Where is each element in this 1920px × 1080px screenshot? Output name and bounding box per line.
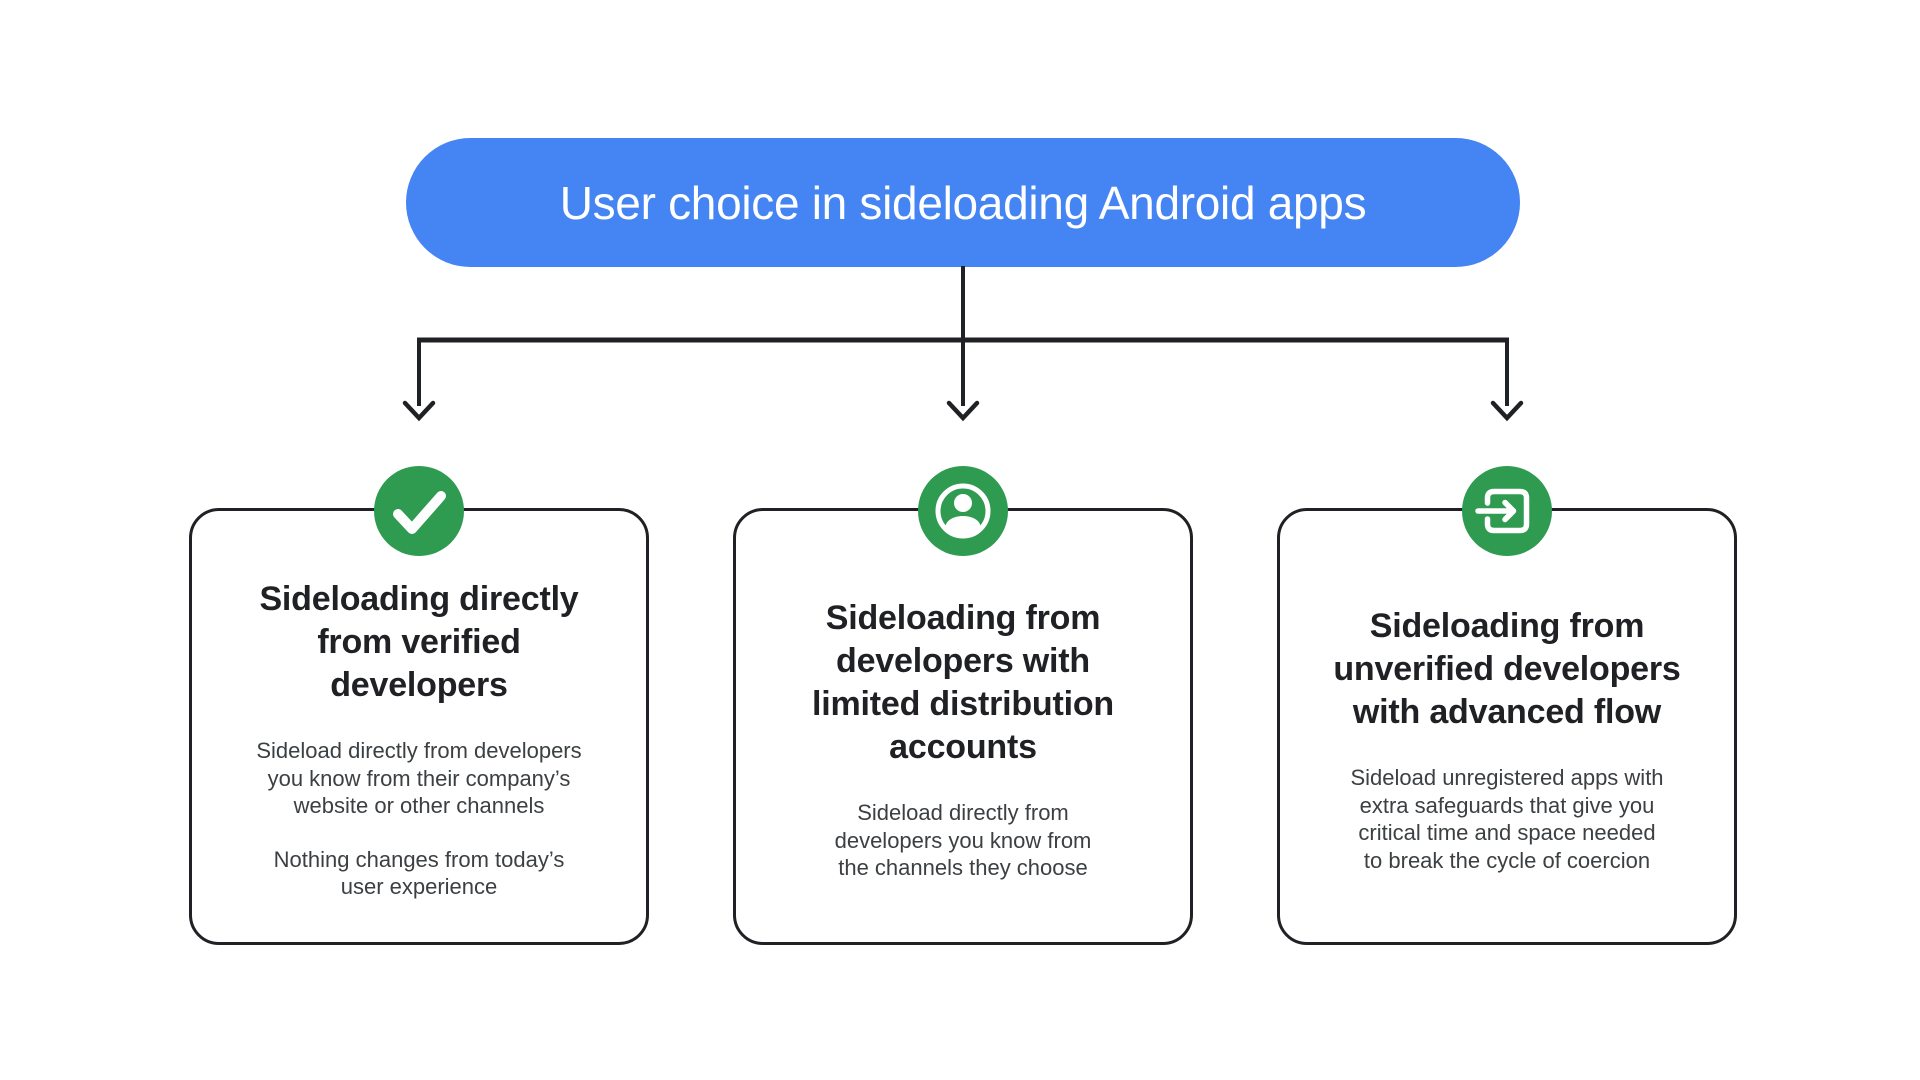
login-arrow-icon <box>1475 488 1530 534</box>
arrowhead-left-icon <box>402 400 436 422</box>
card-paragraph: Sideload unregistered apps with extra sa… <box>1350 765 1664 873</box>
card-paragraph: Nothing changes from today’s user experi… <box>273 846 565 900</box>
arrowhead-middle-icon <box>946 400 980 422</box>
card-limited-distribution: Sideloading from developers with limited… <box>733 466 1193 945</box>
arrowhead-right-icon <box>1490 400 1524 422</box>
diagram-title: User choice in sideloading Android apps <box>559 176 1367 229</box>
card-title: Sideloading directly from verified devel… <box>259 580 579 705</box>
header-pill: User choice in sideloading Android apps <box>406 138 1520 267</box>
card-paragraph: Sideload directly from developers you kn… <box>834 800 1092 881</box>
card-verified-developers: Sideloading directly from verified devel… <box>189 466 649 945</box>
card-title: Sideloading from developers with limited… <box>812 599 1114 767</box>
connector-drops <box>417 338 1509 406</box>
account-circle-icon <box>935 483 991 539</box>
login-badge <box>1462 466 1552 556</box>
card-title: Sideloading from unverified developers w… <box>1333 607 1681 731</box>
card-paragraph: Sideload directly from developers you kn… <box>256 738 582 819</box>
account-badge <box>918 466 1008 556</box>
check-badge <box>374 466 464 556</box>
check-icon <box>393 491 446 534</box>
card-advanced-flow: Sideloading from unverified developers w… <box>1277 466 1737 945</box>
